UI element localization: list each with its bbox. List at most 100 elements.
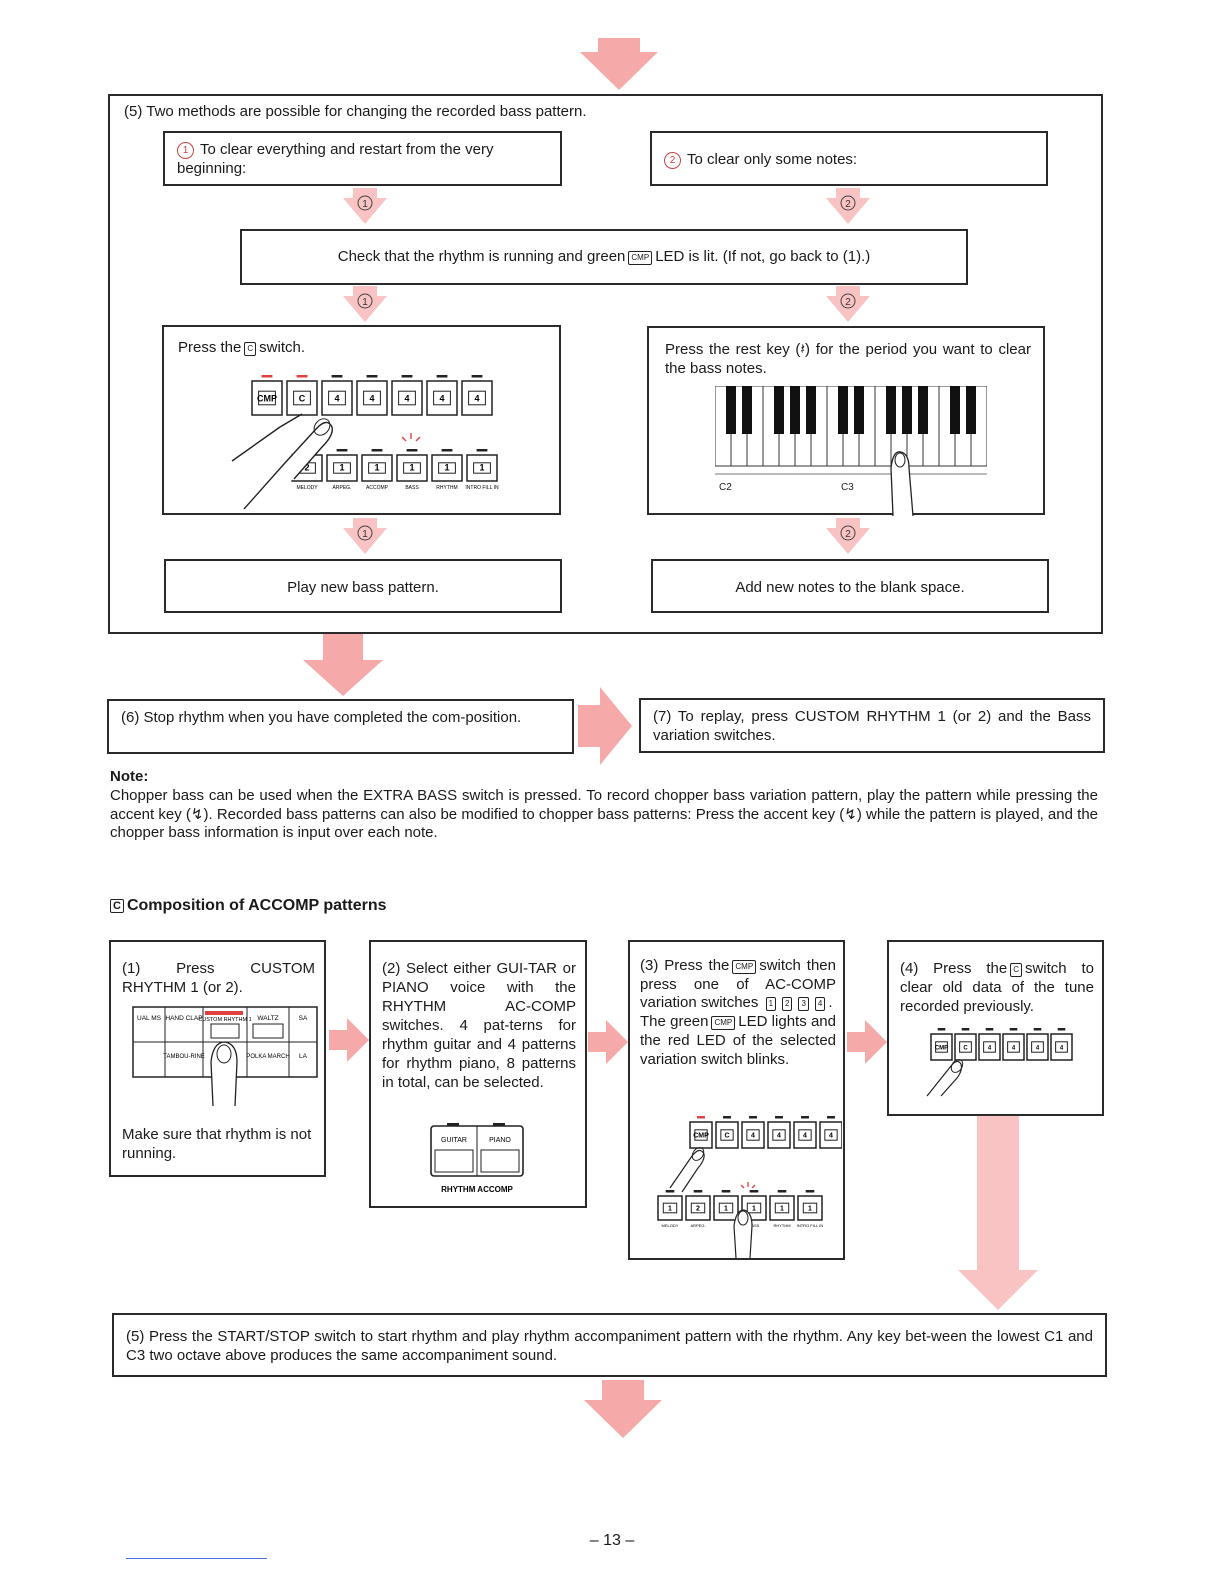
btn-piano: PIANO — [489, 1137, 511, 1144]
switch-key — [258, 390, 276, 406]
switch-key — [363, 390, 381, 406]
switch-key — [983, 1041, 996, 1053]
accomp-step-2-box: (2) Select either GUI-TAR or PIANO voice… — [369, 940, 587, 1208]
switch-caption: MELODY — [296, 485, 318, 491]
arrow-2-b-label: 2 — [845, 297, 851, 308]
switch-key — [824, 1129, 838, 1141]
step3-p1-before: (3) Press the — [640, 957, 730, 974]
switch-label: 4 — [1060, 1046, 1064, 1052]
led-indicator — [1033, 1028, 1042, 1031]
variation-4-icon: 4 — [814, 997, 826, 1012]
switch-key — [433, 390, 451, 406]
switch-key — [772, 1129, 786, 1141]
led-indicator — [777, 1190, 787, 1193]
section-c-icon: C — [110, 899, 124, 913]
panel-switch-frame — [797, 1195, 823, 1221]
switch-label: C — [299, 393, 306, 403]
switch-label: 1 — [444, 463, 449, 473]
panel-switch-frame — [431, 454, 463, 482]
accomp-step-1-note: Make sure that rhythm is not running. — [122, 1126, 312, 1162]
down-arrow-bottom — [584, 1380, 662, 1438]
switch-caption: RHYTHM — [773, 1223, 790, 1228]
led-indicator — [801, 1116, 809, 1119]
switch-label: 4 — [829, 1133, 833, 1140]
panel-switch-frame — [1050, 1033, 1073, 1061]
panel-switch-frame — [685, 1195, 711, 1221]
down-arrow-long — [958, 1116, 1038, 1310]
step-6-box: (6) Stop rhythm when you have completed … — [107, 699, 574, 754]
arrow-2-a-label: 2 — [845, 199, 851, 210]
switch-label: 4 — [751, 1133, 755, 1140]
led-indicator — [697, 1116, 705, 1119]
switch-label: C — [724, 1133, 729, 1140]
press-switch-after: switch. — [259, 339, 305, 356]
arrow-2-b: 2 — [826, 286, 870, 322]
switch-key — [473, 462, 491, 474]
switch-key — [1031, 1041, 1044, 1053]
switch-label: 4 — [803, 1133, 807, 1140]
black-key — [790, 386, 800, 434]
step3-p2-before: The green — [640, 1013, 709, 1031]
switch-label: 1 — [668, 1205, 672, 1212]
rhythm-accomp-panel: GUITAR PIANO RHYTHM ACCOMP — [430, 1123, 524, 1194]
black-key — [838, 386, 848, 434]
switch-caption: INTRO FILL IN — [797, 1223, 824, 1228]
panel-switch-frame — [396, 454, 428, 482]
panel-switch-frame — [713, 1195, 739, 1221]
switch-label: 1 — [374, 463, 379, 473]
check-text-before: Check that the rhythm is running and gre… — [337, 248, 626, 265]
btn-custom-rhythm: CUSTOM RHYTHM 1 — [198, 1017, 251, 1023]
variation-1-icon: 1 — [765, 997, 777, 1012]
switch-label: 1 — [752, 1205, 756, 1212]
switch-key — [333, 462, 351, 474]
led-indicator — [371, 449, 383, 452]
led-indicator — [775, 1116, 783, 1119]
switch-label: 4 — [369, 393, 374, 403]
clear-switch-icon: C — [244, 342, 257, 356]
panel-switch-frame — [361, 454, 393, 482]
step-7-text: (7) To replay, press CUSTOM RHYTHM 1 (or… — [653, 708, 1091, 744]
panel-switch-frame — [391, 380, 423, 416]
step-6-text: (6) Stop rhythm when you have completed … — [121, 709, 522, 726]
note-title: Note: — [110, 768, 149, 785]
led-indicator — [937, 1028, 946, 1031]
led-indicator — [1009, 1028, 1018, 1031]
label-c2: C2 — [719, 482, 732, 493]
switch-key — [293, 390, 311, 406]
switch-label: 1 — [724, 1205, 728, 1212]
switch-label: 2 — [696, 1205, 700, 1212]
black-key — [806, 386, 816, 434]
rest-key-after: ) for the period you want to clear the b… — [665, 341, 1031, 377]
led-indicator — [827, 1116, 835, 1119]
led-indicator — [331, 375, 343, 378]
right-arrow-2-3 — [588, 1020, 628, 1064]
switch-key — [398, 390, 416, 406]
panel-switch-frame — [741, 1195, 767, 1221]
panel-switch-frame — [466, 454, 498, 482]
panel-switch-frame — [657, 1195, 683, 1221]
right-arrow-1-2 — [329, 1018, 369, 1062]
switch-key — [802, 1202, 818, 1214]
switch-key — [468, 390, 486, 406]
switch-label: 1 — [780, 1205, 784, 1212]
accomp-step-5-box: (5) Press the START/STOP switch to start… — [112, 1313, 1107, 1377]
switch-caption: BASS — [405, 485, 419, 491]
switch-label: 4 — [334, 393, 339, 403]
arrow-1-b-label: 1 — [362, 297, 368, 308]
arrow-1-a-label: 1 — [362, 199, 368, 210]
page-number: – 13 – — [589, 1532, 635, 1549]
switch-label: C — [963, 1046, 968, 1052]
switch-label: 1 — [339, 463, 344, 473]
step3-p1-after: switch then press one of AC-COMP variati… — [640, 957, 836, 1012]
down-arrow-big — [303, 634, 383, 696]
note-body: Chopper bass can be used when the EXTRA … — [110, 787, 1098, 841]
accomp-step-2-text: (2) Select either GUI-TAR or PIANO voice… — [382, 960, 576, 1091]
